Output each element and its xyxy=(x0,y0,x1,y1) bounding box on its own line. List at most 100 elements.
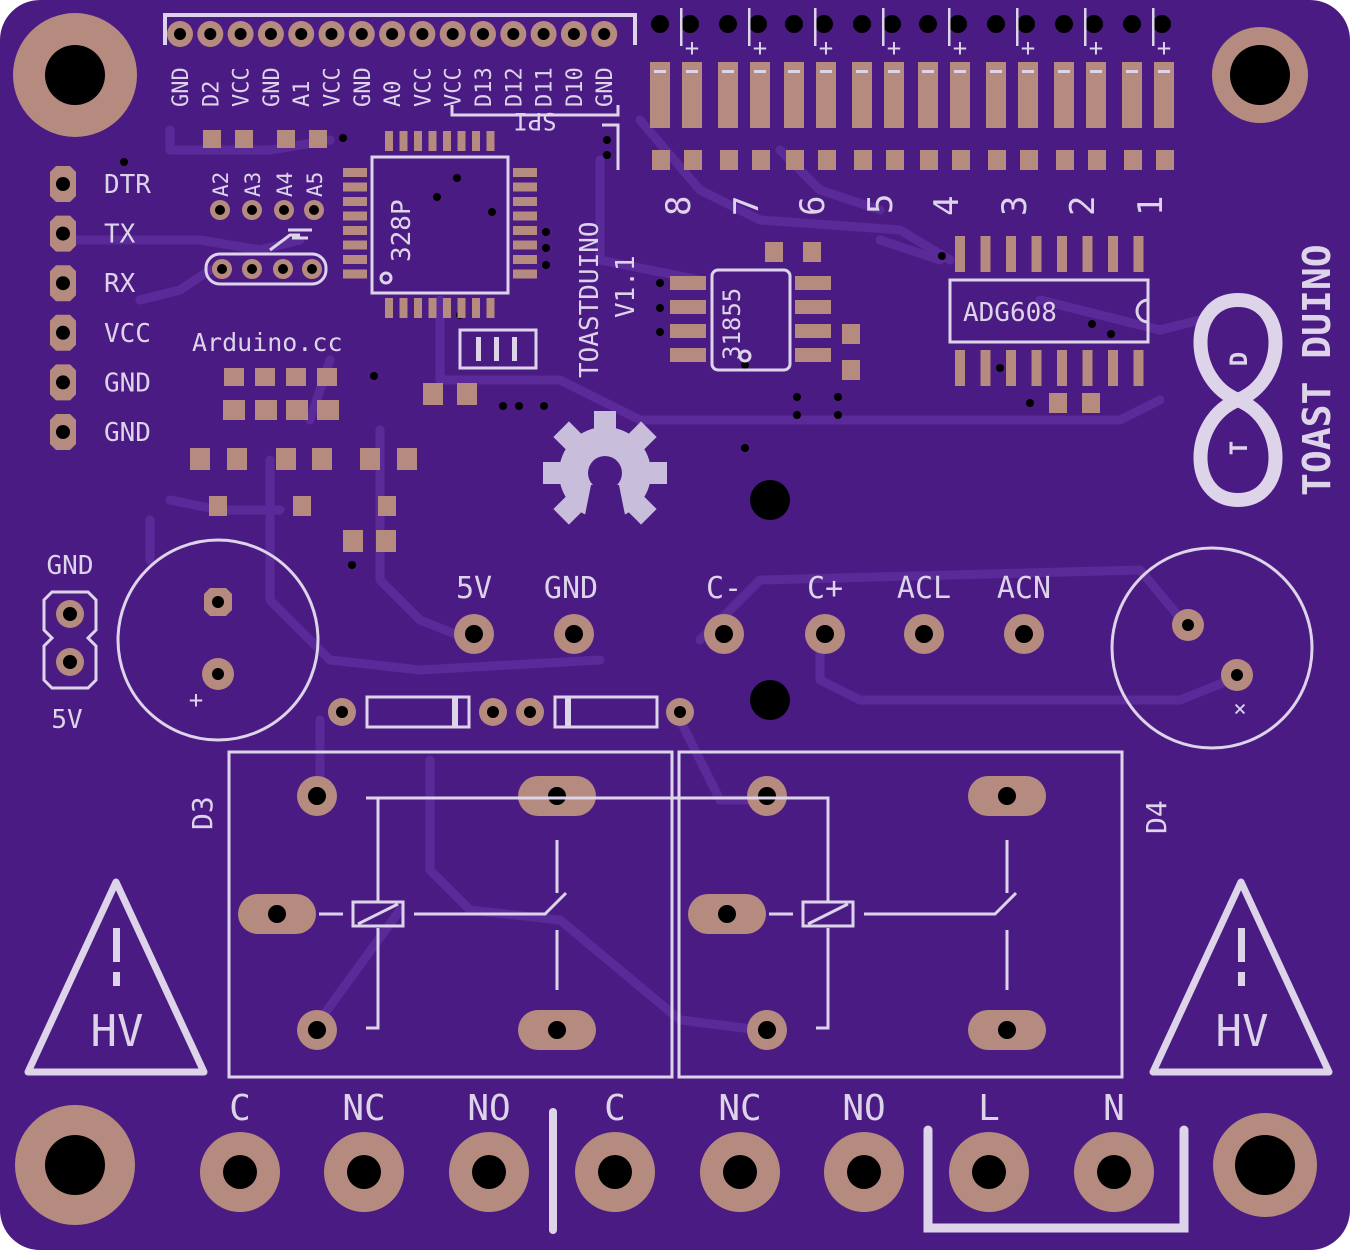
relay-left-label: D3 xyxy=(186,796,219,830)
tc-smd-pad xyxy=(1124,150,1142,170)
bottom-terminal-label: NC xyxy=(718,1088,761,1129)
mcu-pad xyxy=(513,240,537,250)
tc-pad-plus xyxy=(816,62,836,128)
tc-drill xyxy=(919,15,937,33)
mcu-pad xyxy=(457,298,466,318)
tc-drill xyxy=(749,15,767,33)
bottom-terminal-label: C xyxy=(604,1088,626,1129)
terminal-label: C+ xyxy=(807,571,843,606)
mains-bracket xyxy=(923,1125,1189,1233)
mux-pad xyxy=(955,350,965,386)
tc-divider xyxy=(814,8,817,46)
mcu-pad xyxy=(486,131,495,151)
tc-pad-minus xyxy=(986,62,1006,128)
tc-plus-label: + xyxy=(953,34,967,62)
header-pin-label: VCC xyxy=(411,67,436,107)
mcu-chip: 328P xyxy=(343,131,537,318)
bottom-divider xyxy=(549,1108,557,1234)
hv-warning-right-label: HV xyxy=(1216,1006,1269,1057)
tc-plus-label: + xyxy=(1089,34,1103,62)
tc-channel-number: 4 xyxy=(927,196,967,216)
tc-drill xyxy=(1085,15,1103,33)
tc-pad-minus xyxy=(1054,62,1074,128)
mcu-pad xyxy=(343,226,367,235)
tc-channel-number: 5 xyxy=(861,194,901,214)
mcu-pad xyxy=(443,131,451,151)
tc-pad-minus xyxy=(1122,62,1142,128)
tc-plus-label: + xyxy=(1021,34,1035,62)
header-pin-drill xyxy=(264,28,277,40)
header-pin-label: GND xyxy=(593,67,618,107)
minus-mark xyxy=(922,70,934,73)
toast-duino-logo: D T TOAST DUINO xyxy=(1193,244,1339,508)
mcu-pad xyxy=(486,298,495,318)
mux-pad xyxy=(1031,236,1042,272)
tc-drill xyxy=(949,15,967,33)
power-header-bottom-label: 5V xyxy=(51,705,82,735)
ftdi-pin-drill xyxy=(56,375,70,390)
tc-pad-minus xyxy=(784,62,804,128)
mcu-pad xyxy=(414,298,422,318)
header-pin-drill xyxy=(507,28,520,40)
tc-pad-plus xyxy=(884,62,904,128)
diodes xyxy=(328,695,694,729)
spi-label: SPI xyxy=(513,107,556,135)
mcu-pad xyxy=(443,298,451,318)
hv-warning-left-label: HV xyxy=(91,1006,144,1057)
analog-label: A3 xyxy=(241,172,265,197)
tc-pad-minus xyxy=(650,62,670,128)
logo-letter-d: D xyxy=(1225,352,1253,366)
hv-warning-left: HV xyxy=(24,878,208,1076)
tc-pad-plus xyxy=(950,62,970,128)
minus-mark xyxy=(1090,70,1102,73)
ftdi-pin-drill xyxy=(56,325,70,340)
power-header: GND 5V xyxy=(42,551,98,735)
mcu-pad xyxy=(513,269,537,279)
tc-smd-pad xyxy=(886,150,904,170)
mcu-pad xyxy=(399,131,408,151)
header-pin-drill xyxy=(567,28,580,40)
header-pin-label: GND xyxy=(351,67,376,107)
tc-channel-number: 8 xyxy=(659,196,699,216)
tc-smd-pad xyxy=(1020,150,1038,170)
header-pin-label: A1 xyxy=(290,81,315,108)
minus-mark xyxy=(654,70,666,73)
tc-pad-plus xyxy=(1086,62,1106,128)
tc-smd-pad xyxy=(1088,150,1106,170)
ftdi-pin-drill xyxy=(56,226,70,241)
bottom-terminal-drill xyxy=(1097,1155,1131,1189)
header-pin-drill xyxy=(416,28,429,40)
bottom-terminal-drill xyxy=(472,1155,506,1189)
bottom-terminal-label: NC xyxy=(342,1088,385,1129)
minus-mark xyxy=(686,70,698,73)
header-pin-drill xyxy=(174,28,186,40)
capacitor-left: + xyxy=(116,538,320,742)
mux-pad xyxy=(1133,350,1144,386)
tc-divider xyxy=(1084,8,1087,46)
mcu-label: 328P xyxy=(387,199,417,262)
header-pin-label: D11 xyxy=(533,67,558,107)
minus-mark xyxy=(788,70,800,73)
terminal-label: ACL xyxy=(897,571,951,606)
mcu-pad xyxy=(385,298,393,318)
mcu-pad xyxy=(343,240,367,250)
tc-channel-number: 6 xyxy=(793,196,833,216)
header-pin-label: D12 xyxy=(502,67,527,107)
minus-mark xyxy=(754,70,766,73)
bottom-terminal-label: NO xyxy=(842,1088,885,1129)
analog-label: A4 xyxy=(273,172,297,197)
tc-plus-label: + xyxy=(685,34,699,62)
header-pin-label: A0 xyxy=(381,81,406,108)
power-header-top-label: GND xyxy=(47,551,94,581)
bottom-terminal-drill xyxy=(847,1155,881,1189)
header-pin-label: VCC xyxy=(321,67,346,107)
tc-smd-pad xyxy=(720,150,738,170)
bottom-terminal-label: NO xyxy=(467,1088,510,1129)
tc-smd-pad xyxy=(818,150,836,170)
tc-drill xyxy=(883,15,901,33)
minus-mark xyxy=(722,70,734,73)
tc-pad-minus xyxy=(852,62,872,128)
header-pin-drill xyxy=(234,28,247,40)
tc-drill xyxy=(651,15,669,33)
tc-smd-pad xyxy=(988,150,1006,170)
